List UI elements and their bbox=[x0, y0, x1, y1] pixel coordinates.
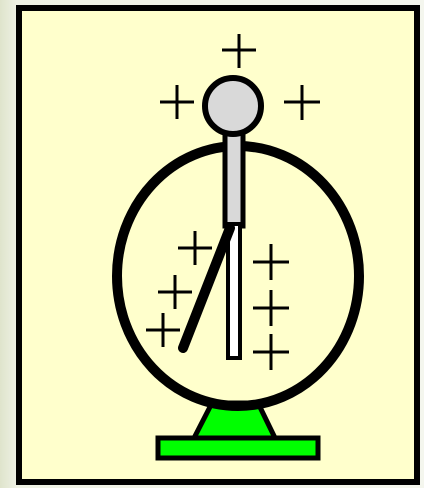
electroscope-knob bbox=[202, 75, 264, 137]
plus-charge-knob-left bbox=[160, 85, 194, 119]
left-leaf-charges bbox=[146, 231, 212, 347]
plus-charge-right-3 bbox=[253, 334, 289, 370]
knob-charges bbox=[160, 34, 320, 120]
fixed-leaf bbox=[226, 222, 242, 360]
plus-charge-knob-right bbox=[284, 85, 320, 120]
plus-charge-top bbox=[222, 34, 256, 68]
plus-charge-left-2 bbox=[158, 275, 192, 309]
movable-leaf bbox=[178, 223, 235, 353]
right-leaf-charges bbox=[253, 244, 289, 370]
plus-charge-right-1 bbox=[253, 244, 289, 280]
plus-charge-left-3 bbox=[146, 313, 180, 347]
plus-charge-left-1 bbox=[178, 231, 212, 265]
plus-charge-right-2 bbox=[253, 290, 289, 326]
base-plate bbox=[155, 435, 321, 461]
conducting-rod-upper bbox=[222, 127, 246, 229]
